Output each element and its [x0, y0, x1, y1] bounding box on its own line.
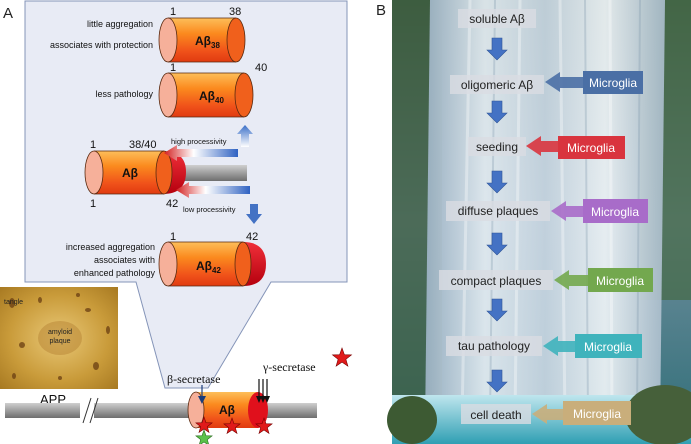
- svg-text:seeding: seeding: [476, 140, 518, 154]
- app-abeta-body: [196, 392, 258, 428]
- app-stub: [180, 165, 247, 181]
- down-arrow-icon: [486, 232, 508, 256]
- svg-text:diffuse plaques: diffuse plaques: [458, 204, 539, 218]
- microglia-diffuse: Microglia: [551, 199, 648, 223]
- low-processivity-label: low processivity: [183, 205, 236, 214]
- break-mark-icon: [82, 397, 99, 424]
- svg-text:soluble Aβ: soluble Aβ: [469, 12, 525, 26]
- panel-a-letter: A: [3, 5, 13, 22]
- abeta42-note-3: enhanced pathology: [74, 268, 156, 278]
- svg-text:Microglia: Microglia: [591, 205, 639, 219]
- svg-text:tau pathology: tau pathology: [458, 339, 530, 353]
- abeta40-label: Aβ40: [199, 89, 224, 105]
- abeta42-body: [168, 242, 243, 286]
- abeta42-start: 1: [170, 231, 176, 243]
- abeta38-start-cap: [158, 17, 178, 63]
- high-processivity-arrow: [164, 145, 238, 161]
- abeta42-note-2: associates with: [94, 255, 155, 265]
- app-protein: APP Aβ β-secretase γ-secretase: [5, 347, 353, 444]
- microglia-cell-death: Microglia: [532, 401, 631, 425]
- abeta38-start: 1: [170, 6, 176, 18]
- proc-end-top: 38/40: [129, 139, 157, 151]
- abeta38-note-1: little aggregation: [87, 19, 153, 29]
- down-arrow-icon: [486, 37, 508, 61]
- stage-list: soluble Aβ oligomeric Aβ seeding diffuse…: [439, 9, 553, 424]
- abeta40-row: less pathology 1 40 Aβ40: [95, 62, 267, 118]
- abeta40-note: less pathology: [95, 89, 153, 99]
- abeta38-row: little aggregation associates with prote…: [50, 6, 246, 63]
- abeta40-start: 1: [170, 62, 176, 74]
- abeta38-note-2: associates with protection: [50, 40, 153, 50]
- panel-a: A little aggregation associates with pro…: [0, 0, 353, 444]
- abeta40-body: [168, 73, 244, 117]
- svg-text:Microglia: Microglia: [573, 407, 621, 421]
- star-icon: [195, 416, 213, 434]
- proc-start-bottom: 1: [90, 198, 96, 210]
- plaque-label-1: amyloid: [48, 329, 72, 336]
- abeta38-body: [168, 18, 236, 62]
- svg-text:cell death: cell death: [470, 408, 521, 422]
- svg-text:Microglia: Microglia: [596, 274, 644, 288]
- abeta42-label: Aβ42: [196, 259, 221, 275]
- app-abeta-label: Aβ: [219, 403, 235, 417]
- stage-soluble-abeta: soluble Aβ: [458, 9, 536, 28]
- plaque-label-2: plaque: [49, 338, 70, 345]
- green-star-icon: [195, 429, 213, 444]
- gamma-processing: 1 38/40 Aβ 1 42 high processivity low pr…: [84, 125, 262, 224]
- abeta42-end: 42: [246, 231, 258, 243]
- svg-text:oligomeric Aβ: oligomeric Aβ: [461, 78, 533, 92]
- abeta40-end: 40: [255, 62, 267, 74]
- gamma-secretase-label: γ-secretase: [262, 360, 316, 374]
- beta-cleavage-arrow-icon: [198, 396, 206, 404]
- micrograph: tangle amyloid plaque: [0, 287, 118, 389]
- down-arrow-icon: [486, 100, 508, 124]
- up-arrow-icon: [237, 125, 253, 147]
- down-arrow-icon: [486, 298, 508, 322]
- cascade-arrows: [486, 37, 508, 393]
- panel-b-letter: B: [376, 2, 386, 19]
- stage-seeding: seeding: [468, 137, 526, 156]
- high-processivity-label: high processivity: [171, 137, 227, 146]
- abeta42-note-1: increased aggregation: [66, 242, 155, 252]
- abeta38-label: Aβ38: [195, 34, 220, 50]
- star-icon: [223, 417, 241, 435]
- stage-oligomeric-abeta: oligomeric Aβ: [450, 75, 544, 94]
- svg-text:compact plaques: compact plaques: [451, 274, 542, 288]
- abeta38-end-cap: [226, 17, 246, 63]
- down-arrow-icon: [486, 170, 508, 194]
- gamma-cleavage-arrows-icon: [258, 379, 268, 398]
- low-processivity-arrow: [176, 182, 250, 198]
- stage-compact-plaques: compact plaques: [439, 270, 553, 290]
- panel-b: B soluble Aβ oligomeric: [376, 0, 691, 444]
- proc-label: Aβ: [122, 166, 138, 180]
- down-arrow-icon: [486, 369, 508, 393]
- beta-secretase-label: β-secretase: [167, 372, 220, 386]
- proc-end-bottom: 42: [166, 198, 178, 210]
- proc-body: [94, 151, 164, 194]
- stage-diffuse-plaques: diffuse plaques: [446, 201, 550, 221]
- microglia-seeding: Microglia: [526, 136, 625, 159]
- star-icon: [255, 417, 273, 435]
- app-bar: [5, 403, 317, 418]
- microglia-tau: Microglia: [543, 334, 642, 358]
- star-icon: [331, 347, 353, 367]
- microglia-arrows: Microglia Microglia Microglia Microglia: [526, 71, 653, 425]
- stage-cell-death: cell death: [461, 404, 531, 424]
- svg-text:Microglia: Microglia: [589, 76, 637, 90]
- down-arrow-icon: [246, 204, 262, 224]
- microglia-oligomeric: Microglia: [545, 71, 643, 94]
- abeta38-end: 38: [229, 6, 241, 18]
- abeta42-row: increased aggregation associates with en…: [66, 231, 266, 287]
- microglia-compact: Microglia: [554, 268, 653, 292]
- tangle-label: tangle: [4, 299, 23, 306]
- svg-text:Microglia: Microglia: [567, 141, 615, 155]
- stage-tau-pathology: tau pathology: [446, 336, 542, 356]
- proc-start-top: 1: [90, 139, 96, 151]
- svg-text:Microglia: Microglia: [584, 340, 632, 354]
